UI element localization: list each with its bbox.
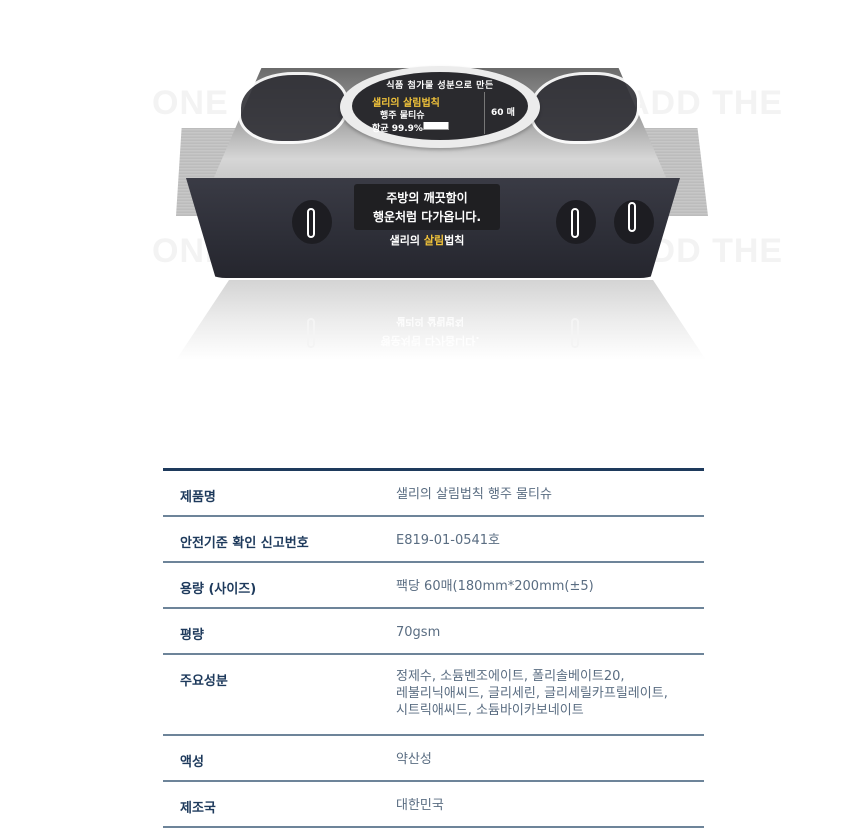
lid-brand: 샐리의 살림법칙 xyxy=(372,98,440,109)
spec-label: 제조국 xyxy=(180,801,216,816)
spec-value: 70gsm xyxy=(396,625,441,640)
brand-highlight: 살림 xyxy=(423,234,445,247)
table-row: 용량 (사이즈) 팩당 60매(180mm*200mm(±5) xyxy=(163,563,704,609)
spec-label: 평량 xyxy=(180,628,204,643)
slot-icon xyxy=(571,208,579,238)
table-row: 안전기준 확인 신고번호 E819-01-0541호 xyxy=(163,517,704,563)
slot-icon xyxy=(628,202,636,232)
brand-suffix: 법칙 xyxy=(444,234,465,247)
spec-value: 대한민국 xyxy=(396,798,444,813)
spec-value: 약산성 xyxy=(396,752,432,767)
slot-reflection-icon xyxy=(571,318,579,348)
table-row: 주요성분 정제수, 소듐벤조에이트, 폴리솔베이트20, 레불리닉애씨드, 글리… xyxy=(163,655,704,736)
lid-count: 60 매 xyxy=(491,108,515,118)
table-row: 평량 70gsm xyxy=(163,609,704,655)
lid-headline: 식품 첨가물 성분으로 만든 xyxy=(386,81,494,91)
reflection-slogan: 행운처럼 다가옵니다. xyxy=(380,334,480,347)
spec-label: 용량 (사이즈) xyxy=(180,582,257,597)
product-image: ONE ADD THE ONE ADD THE ONE ADD THE 식품 첨… xyxy=(152,66,784,360)
spec-value: E819-01-0541호 xyxy=(396,533,500,548)
front-slogan-line2: 행운처럼 다가옵니다. xyxy=(372,210,482,224)
reflection-brand: 샐리의 살림법칙 xyxy=(396,315,464,326)
front-label: 주방의 깨끗함이 행운처럼 다가옵니다. xyxy=(354,184,500,230)
table-row: 액성 약산성 xyxy=(163,736,704,782)
slot-reflection-icon xyxy=(307,318,315,348)
front-brand: 샐리의 살림법칙 xyxy=(362,232,492,248)
spec-value-line: 레불리닉애씨드, 글리세린, 글리세릴카프릴레이트, xyxy=(396,686,668,701)
spec-value-line: 정제수, 소듐벤조에이트, 폴리솔베이트20, xyxy=(396,669,625,684)
watermark-text: ONE xyxy=(152,84,229,122)
lid-product-name: 행주 물티슈 xyxy=(380,111,425,121)
brand-prefix: 샐리의 xyxy=(389,234,424,247)
spec-label: 안전기준 확인 신고번호 xyxy=(180,536,309,551)
pack-lid: 식품 첨가물 성분으로 만든 샐리의 살림법칙 행주 물티슈 항균 99.9% … xyxy=(340,66,540,148)
lid-divider xyxy=(484,92,485,134)
pack-reflection xyxy=(176,280,706,360)
table-row: 제품명 샐리의 살림법칙 행주 물티슈 xyxy=(163,471,704,517)
swirl-pattern-icon xyxy=(238,72,348,144)
swirl-pattern-icon xyxy=(530,72,640,144)
spec-label: 제품명 xyxy=(180,490,216,505)
lid-claim: 항균 99.9% xyxy=(372,124,423,134)
spec-value: 정제수, 소듐벤조에이트, 폴리솔베이트20, 레불리닉애씨드, 글리세린, 글… xyxy=(396,655,704,719)
watermark-text: ADD THE xyxy=(625,84,784,122)
front-slogan-line1: 주방의 깨끗함이 xyxy=(386,191,468,205)
lid-pull-tab xyxy=(423,122,449,130)
table-row: 제조국 대한민국 xyxy=(163,782,704,828)
slot-icon xyxy=(307,208,315,238)
spec-value: 팩당 60매(180mm*200mm(±5) xyxy=(396,579,594,594)
product-spec-table: 제품명 샐리의 살림법칙 행주 물티슈 안전기준 확인 신고번호 E819-01… xyxy=(163,468,704,828)
spec-label: 액성 xyxy=(180,755,204,770)
spec-value-line: 시트릭애씨드, 소듐바이카보네이트 xyxy=(396,703,584,718)
spec-value: 샐리의 살림법칙 행주 물티슈 xyxy=(396,487,552,502)
spec-label: 주요성분 xyxy=(180,674,228,689)
